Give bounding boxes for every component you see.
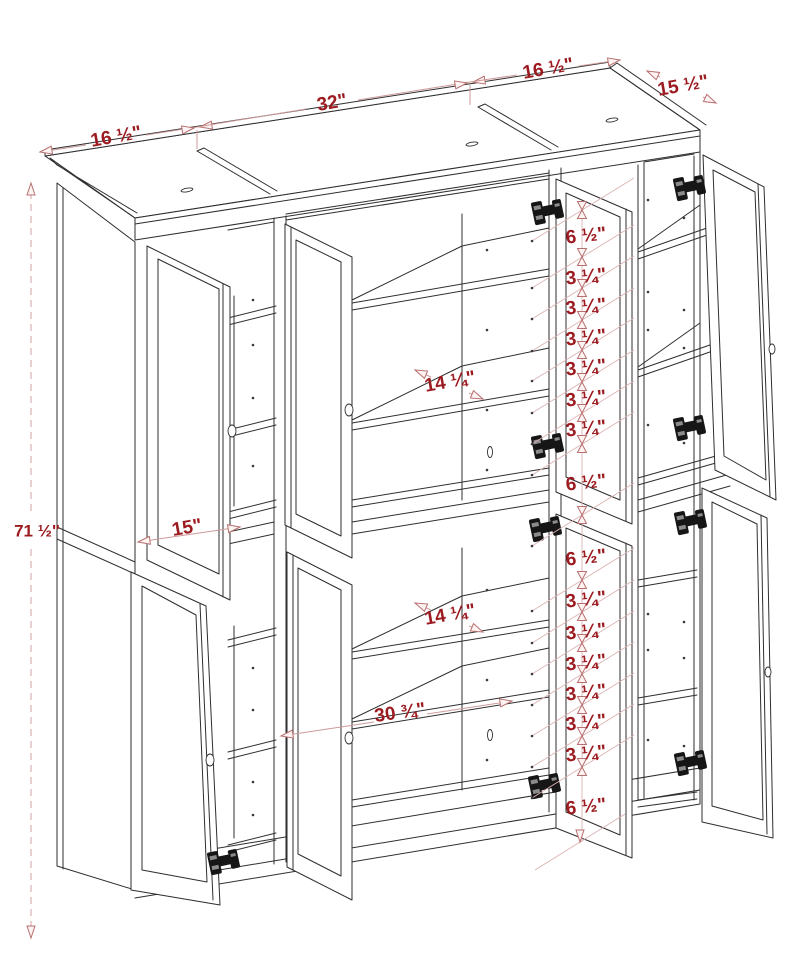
chain-label: 3 ¼" [565, 355, 608, 380]
dim-label-middle-bay: 30 ¾" [373, 699, 427, 727]
hinge-icon [672, 172, 707, 202]
door-far-right-upper [702, 154, 777, 501]
dim-label-top-middle: 32" [315, 90, 348, 116]
chain-label: 3 ¼" [565, 416, 608, 441]
chain-label: 3 ¼" [565, 587, 608, 612]
chain-label: 3 ¼" [565, 650, 608, 675]
tray-divider [196, 147, 278, 195]
top-tray [44, 61, 707, 241]
door-knob [227, 424, 237, 438]
chain-label: 3 ¼" [565, 619, 608, 644]
door-knob [344, 403, 354, 417]
chain-label: 6 ½" [565, 794, 608, 819]
dim-label-left-bay: 15" [170, 515, 203, 541]
dim-middle-bay-width: 30 ¾" [279, 696, 514, 741]
door-lower-right-open [555, 513, 633, 859]
dim-label-shelf-depth-lower: 14 ¼" [423, 600, 477, 630]
chain-label: 3 ¼" [565, 325, 608, 350]
chain-label: 6 ½" [565, 545, 608, 570]
dimension-annotations: 16 ½" 32" 16 ½" 15 ½" 71 ½" [14, 54, 719, 939]
left-bay-interior [227, 215, 287, 865]
chain-label: 6 ½" [565, 470, 608, 495]
door-upper-right-open [555, 178, 633, 525]
door-knob [764, 666, 772, 678]
chain-label: 3 ¼" [565, 386, 608, 411]
dim-label-depth: 15 ½" [656, 71, 710, 101]
door-lower-left [130, 571, 221, 906]
dim-shelf-depth-upper: 14 ¼" [412, 365, 486, 404]
chain-label: 3 ¼" [565, 680, 608, 705]
right-bay-interior [637, 162, 731, 808]
door-upper-left [146, 245, 237, 601]
door-lower-middle [286, 551, 354, 901]
door-knob [344, 731, 354, 745]
chain-label: 6 ½" [565, 223, 608, 248]
chain-label: 3 ¼" [565, 294, 608, 319]
dim-overall-height: 71 ½" [14, 182, 60, 939]
tray-divider [477, 103, 559, 151]
door-upper-middle [284, 223, 354, 559]
dim-left-bay-width: 15" [136, 515, 242, 547]
dim-label-height: 71 ½" [14, 522, 60, 541]
door-knob [768, 343, 776, 355]
chain-label: 3 ¼" [565, 264, 608, 289]
dim-shelf-depth-lower: 14 ¼" [412, 598, 486, 637]
dim-label-shelf-depth-upper: 14 ¼" [423, 367, 477, 397]
door-far-right-lower [701, 487, 774, 839]
dim-shelf-spacing-chain: 6 ½" 3 ¼" 3 ¼" 3 ¼" 3 ¼" 3 ¼" 3 ¼" 6 ½" … [530, 177, 635, 871]
chain-label: 3 ¼" [565, 741, 608, 766]
hinge-icon [672, 412, 707, 442]
dim-top-middle-width: 32" [196, 75, 486, 128]
hinges [206, 172, 708, 876]
chain-label: 3 ¼" [565, 710, 608, 735]
door-knob [205, 753, 215, 767]
